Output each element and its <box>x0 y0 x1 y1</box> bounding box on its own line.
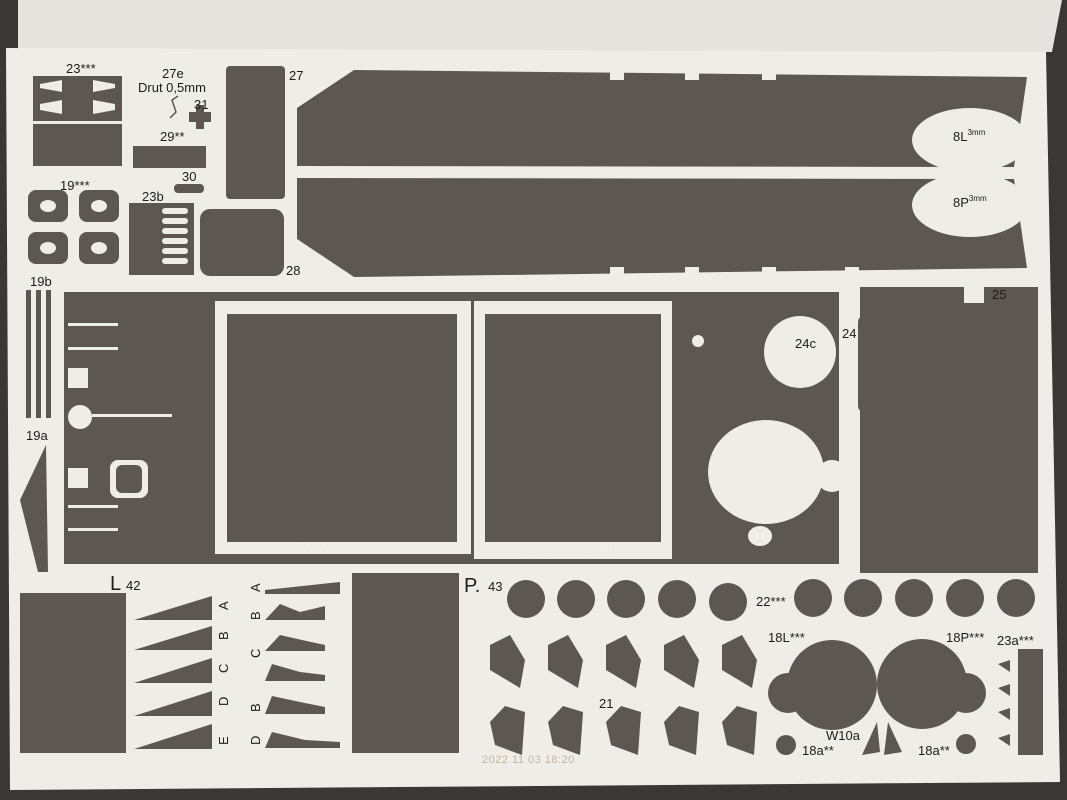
part-21-set <box>490 635 757 755</box>
part-8L <box>297 70 1027 167</box>
part-28 <box>200 209 284 276</box>
label-18a-right: 18a** <box>918 743 950 758</box>
zapas-koloru-2: ZAPAS KOLORU <box>525 542 617 556</box>
part-18P <box>877 639 967 729</box>
upper-page-edge <box>18 0 1062 52</box>
label-18P: 18P*** <box>946 630 984 645</box>
svg-text:C: C <box>216 664 231 673</box>
part-22-gears <box>507 579 1035 621</box>
label-25: 25 <box>992 287 1006 302</box>
part-8P <box>297 178 1027 277</box>
wire-bracket <box>169 95 179 119</box>
label-P: P. <box>464 575 480 597</box>
svg-text:A: A <box>248 583 263 592</box>
label-23b: 23b <box>142 189 164 204</box>
label-21: 21 <box>599 696 613 711</box>
part-19-discs <box>28 190 119 264</box>
label-18L: 18L*** <box>768 630 805 645</box>
zapas-koloru-1: ZAPAS KOLORU <box>297 541 389 555</box>
label-23a: 23a*** <box>997 633 1034 648</box>
svg-text:B: B <box>248 703 263 712</box>
color-swatch-block <box>352 573 459 753</box>
part-18a-right <box>956 734 976 754</box>
svg-text:D: D <box>248 736 263 745</box>
part-27 <box>226 66 285 199</box>
part-19a <box>20 445 48 572</box>
label-24: 24 <box>842 326 856 341</box>
label-wire: Drut 0,5mm <box>138 80 206 95</box>
svg-text:A: A <box>216 601 231 610</box>
svg-text:B: B <box>248 611 263 620</box>
part-30 <box>174 184 204 193</box>
part-42 <box>20 593 126 753</box>
label-23: 23*** <box>66 61 96 76</box>
label-18a-left: 18a** <box>802 743 834 758</box>
label-24c: 24c <box>795 336 816 351</box>
part-18L <box>787 640 877 730</box>
svg-text:D: D <box>216 697 231 706</box>
label-27e: 27e <box>162 66 184 81</box>
zapas-swatch-1 <box>227 314 457 542</box>
part-42-wedges <box>134 596 212 749</box>
label-L: L <box>110 573 121 595</box>
label-30: 30 <box>182 169 196 184</box>
part-23a <box>1018 649 1043 755</box>
label-8P: 8P3mm <box>953 194 987 210</box>
letter-column-2: A B C B D <box>248 583 263 745</box>
svg-text:B: B <box>216 631 231 640</box>
part-25 <box>860 287 1038 573</box>
label-22: 22*** <box>756 594 786 609</box>
part-19b <box>26 290 31 418</box>
label-W10a: W10a <box>826 728 861 743</box>
letter-column-1: A B C D E <box>216 601 231 745</box>
label-42: 42 <box>126 578 140 593</box>
svg-text:C: C <box>248 649 263 658</box>
part-43-blocks <box>265 582 340 748</box>
label-31: 31 <box>194 97 208 112</box>
part-29 <box>133 146 206 168</box>
label-28: 28 <box>286 263 300 278</box>
zapas-swatch-2 <box>485 314 661 542</box>
label-29: 29** <box>160 129 185 144</box>
label-8L: 8L3mm <box>953 128 986 144</box>
label-43: 43 <box>488 579 502 594</box>
part-W10a <box>862 722 880 755</box>
label-19: 19*** <box>60 178 90 193</box>
label-19b: 19b <box>30 274 52 289</box>
label-27: 27 <box>289 68 303 83</box>
svg-text:E: E <box>216 736 231 745</box>
part-18a-left <box>776 735 796 755</box>
label-19a: 19a <box>26 428 48 443</box>
photo-timestamp: 2022 11 03 18:20 <box>482 754 575 766</box>
